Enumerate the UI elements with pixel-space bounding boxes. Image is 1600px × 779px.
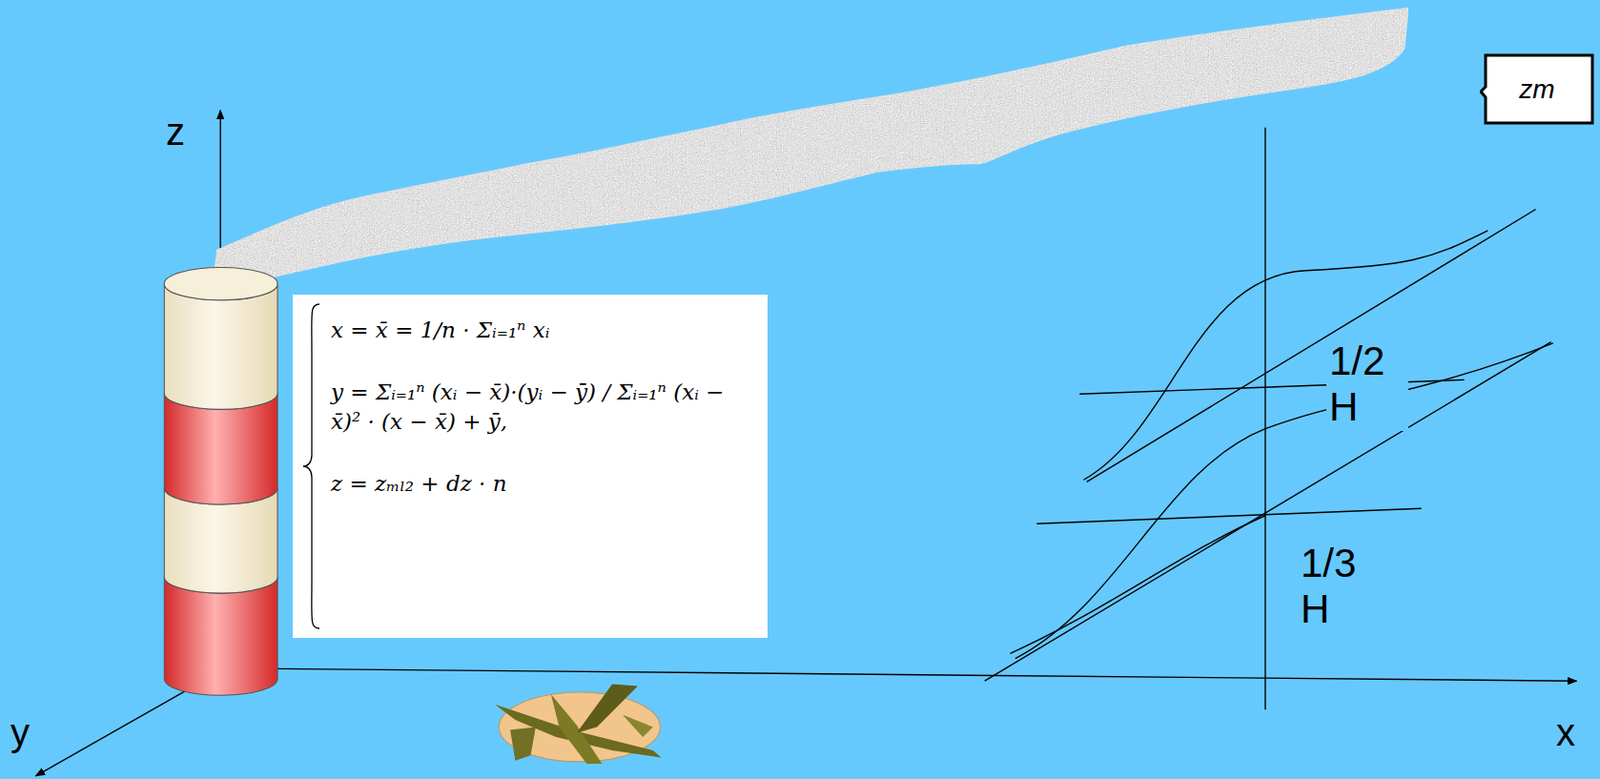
formula-line: y = Σᵢ₌₁ⁿ (xᵢ − x̄)·(yᵢ − ȳ) / Σᵢ₌₁ⁿ (xᵢ… (330, 377, 753, 437)
dispersion-curves (984, 127, 1554, 710)
height-fraction: 1/2 H (1326, 338, 1409, 431)
formula-line: z = zₘₗ₂ + dz · n (330, 469, 753, 499)
formula-box: x = x̄ = 1/n · Σᵢ₌₁ⁿ xᵢ y = Σᵢ₌₁ⁿ (xᵢ − x… (292, 294, 768, 638)
chimney (164, 267, 278, 697)
z-axis (219, 110, 221, 268)
axis-label: x (1556, 710, 1576, 755)
axis-label: y (10, 710, 30, 755)
height-fraction: 1/3 H (1297, 540, 1380, 634)
smoke-plume (212, 8, 1409, 292)
x-axis (277, 668, 1577, 681)
aircraft-icon (494, 683, 661, 764)
callout-box: zm (1479, 53, 1595, 125)
axis-label: z (165, 109, 185, 154)
y-axis (35, 690, 186, 777)
callout-text: zm (1518, 74, 1555, 105)
brace-symbol (300, 302, 324, 631)
formula-line: x = x̄ = 1/n · Σᵢ₌₁ⁿ xᵢ (330, 315, 753, 346)
